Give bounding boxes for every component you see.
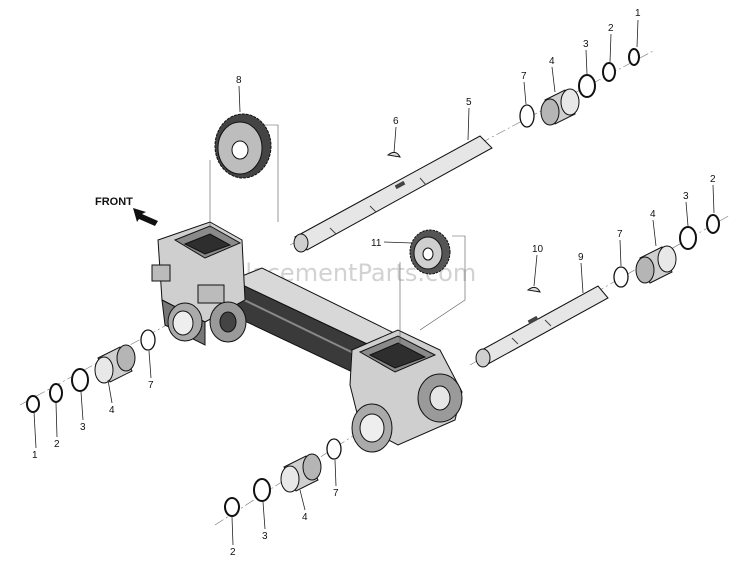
callout-leaders [33,19,715,546]
callout-2: 2 [710,174,716,185]
snap-ring-part-2 [49,383,63,403]
callout-labels: 1 2 3 4 7 5 6 8 2 3 4 7 9 10 11 1 2 3 4 … [32,8,716,558]
left-parts [26,329,156,413]
snap-ring-part-2 [706,214,720,234]
callout-9: 9 [578,252,584,263]
woodruff-key-part-6 [386,151,401,158]
snap-ring-part-2 [224,497,240,517]
callout-3: 3 [683,191,689,202]
bushing-part-4 [540,88,580,126]
spacer-part-7 [326,438,342,460]
front-arrow-icon [133,208,158,226]
upper-shaft-part-5 [293,135,493,253]
washer-part-3 [253,478,271,502]
callout-4: 4 [650,209,656,220]
bushing-part-4 [280,453,322,493]
callout-7: 7 [333,488,339,499]
bushing-part-4 [635,245,677,284]
upper-right-parts [519,48,640,128]
washer-part-3 [578,74,596,98]
callout-2: 2 [230,547,236,558]
front-label: FRONT [95,196,133,208]
guide-line [265,124,279,222]
callout-8: 8 [236,75,242,86]
washer-part-3 [679,226,697,250]
callout-7: 7 [148,380,154,391]
retaining-ring-part-1 [26,395,40,413]
callout-4: 4 [109,405,115,416]
callout-2: 2 [608,23,614,34]
callout-5: 5 [466,97,472,108]
retaining-ring-part-1 [628,48,640,66]
callout-7: 7 [617,229,623,240]
callout-3: 3 [80,422,86,433]
axle-housing [151,221,463,453]
callout-4: 4 [549,56,555,67]
callout-3: 3 [583,39,589,50]
snap-ring-part-2 [602,62,616,82]
callout-1: 1 [635,8,641,19]
guide-line [419,235,466,331]
callout-3: 3 [262,531,268,542]
washer-part-3 [71,368,89,392]
spacer-part-7 [140,329,156,351]
spacer-part-7 [613,266,629,288]
lower-shaft-part-9 [475,285,609,368]
callout-2: 2 [54,439,60,450]
callout-10: 10 [532,244,544,255]
spacer-part-7 [519,104,535,128]
callout-7: 7 [521,71,527,82]
gear-part-8 [214,113,272,179]
gear-part-11 [409,229,451,275]
woodruff-key-part-10 [526,286,541,293]
bushing-part-4 [94,344,136,384]
callout-4: 4 [302,512,308,523]
lower-right-parts [613,214,720,288]
callout-11: 11 [371,238,382,249]
callout-6: 6 [393,116,399,127]
bottom-parts [224,438,342,517]
callout-1: 1 [32,450,38,461]
